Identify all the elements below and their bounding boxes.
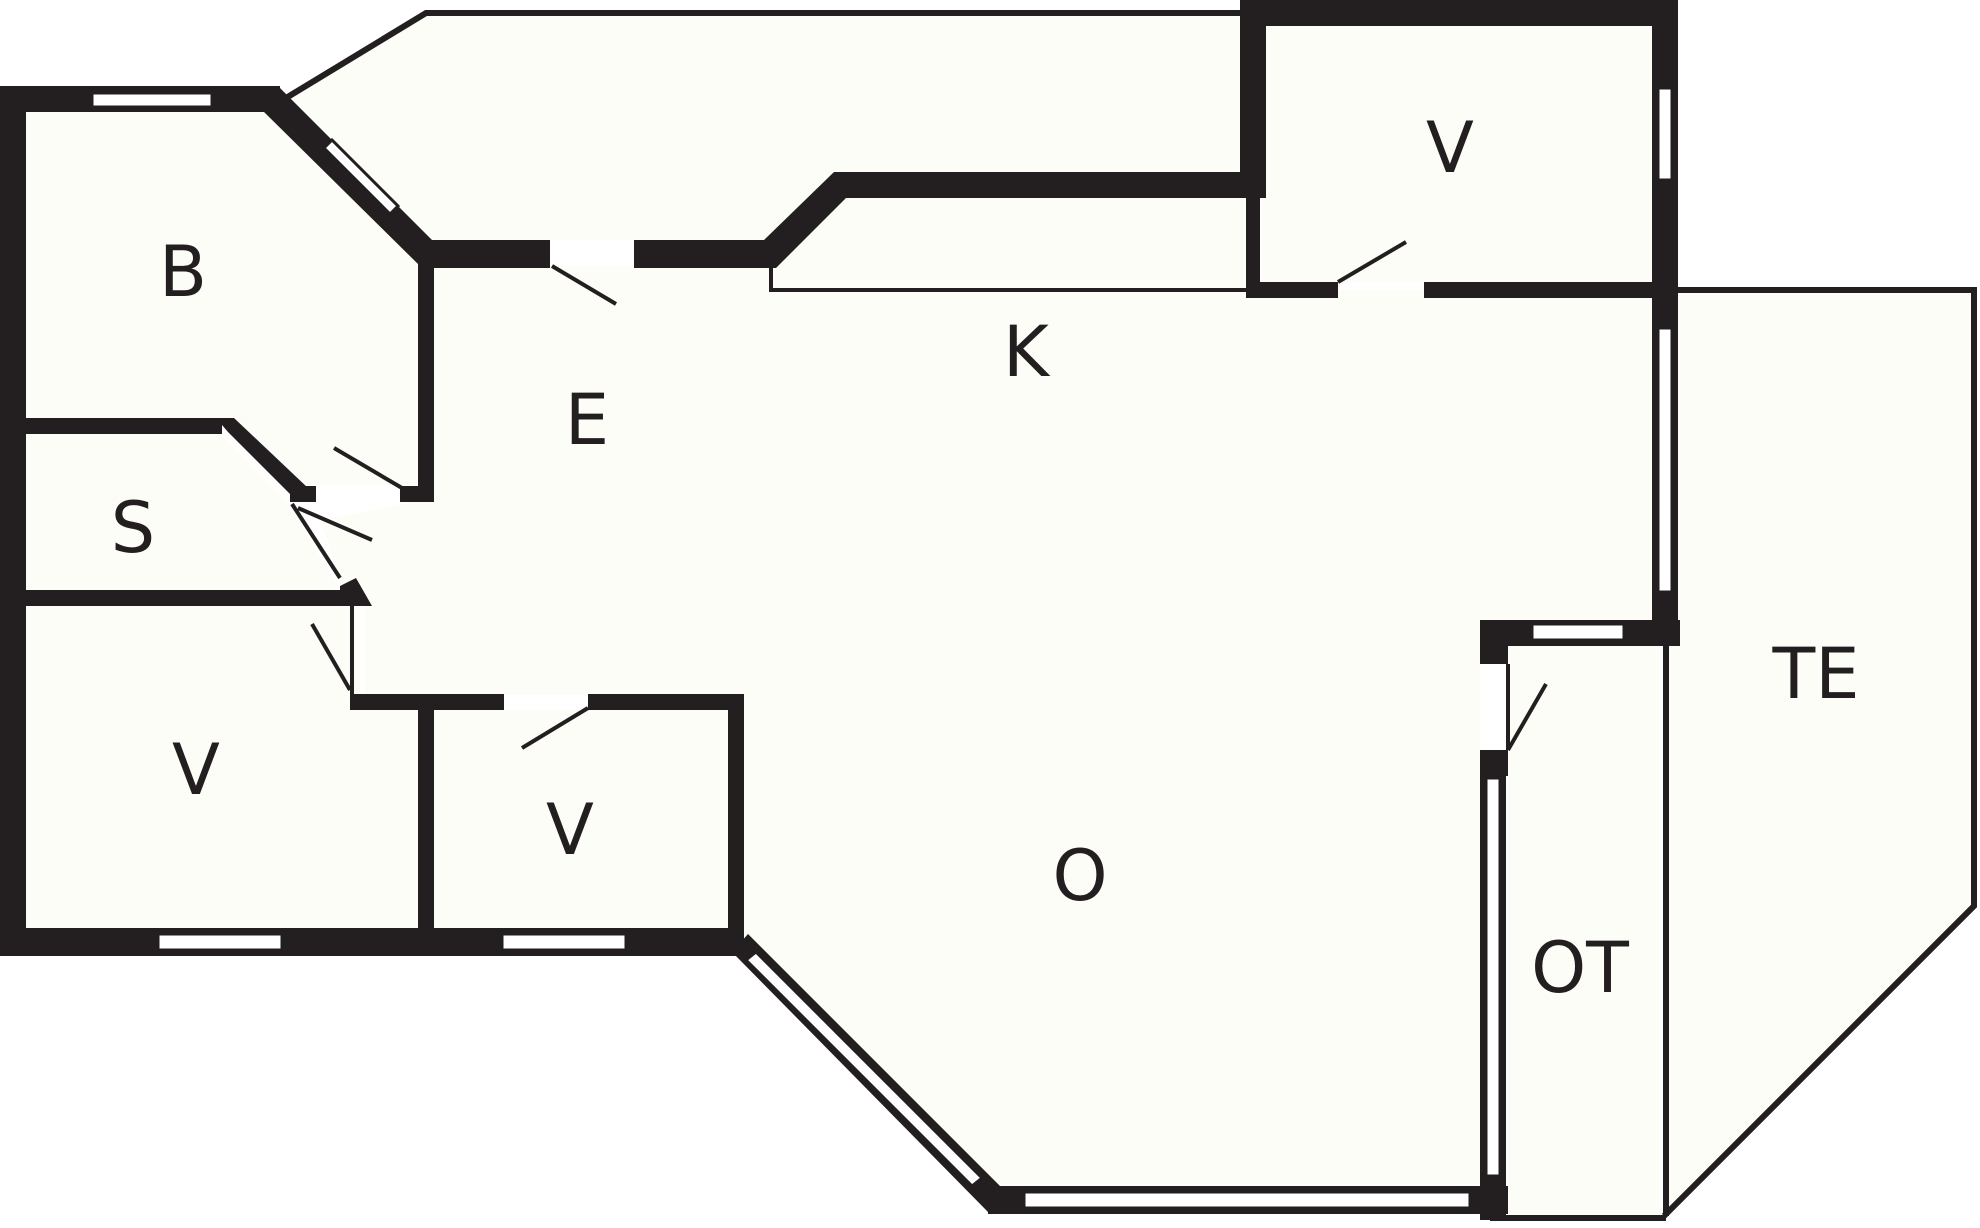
door-b-swing <box>332 446 404 490</box>
window-v-right-top <box>1656 86 1674 182</box>
wall-s-bottom-corner <box>340 578 372 606</box>
terrace-outline <box>1661 287 1977 1219</box>
door-v-left-swing <box>310 623 352 691</box>
window-v-left-bottom <box>156 932 284 952</box>
door-s-frame <box>290 502 342 580</box>
terrace-floor <box>1668 290 1974 1212</box>
room-v-top-right-floor <box>1262 26 1652 282</box>
window-b-diagonal <box>321 137 401 217</box>
wall-v-middle-top-2 <box>588 694 744 710</box>
wall-ot-left-upper <box>1480 620 1508 664</box>
room-label-v-bottom-middle: V <box>546 789 594 871</box>
corridor-outline-top <box>284 10 1242 101</box>
windows <box>90 86 1674 1210</box>
wall-v-top-left-inner <box>1246 196 1260 296</box>
kitchen-ceiling-line <box>769 266 1248 292</box>
wall-s-stub <box>290 486 316 502</box>
door-e-top-swing <box>550 264 618 306</box>
room-labels: B S V V E K V O OT TE <box>111 107 1860 1009</box>
wall-v-top-bottom-2 <box>1424 282 1664 298</box>
wall-diagonal-top-left <box>262 88 436 266</box>
wall-s-bottom <box>0 590 356 606</box>
thin-outlines <box>284 10 1977 1221</box>
wall-e-top-1 <box>418 240 550 268</box>
window-ot-left <box>1484 776 1502 1178</box>
door-v-top-swing <box>1336 240 1408 284</box>
window-ot-top <box>1530 622 1626 642</box>
doors <box>290 240 1548 751</box>
wall-e-top-2 <box>634 240 774 268</box>
wall-v-divider <box>418 694 434 934</box>
room-label-o: O <box>1052 835 1107 917</box>
wall-bottom-left <box>0 928 744 956</box>
room-v-bottom-left-floor <box>22 605 420 930</box>
window-b-top <box>90 91 214 109</box>
room-label-b: B <box>159 231 207 313</box>
room-label-s: S <box>111 487 155 569</box>
wall-v-top <box>1240 0 1678 26</box>
room-label-v-top-right: V <box>1426 107 1474 189</box>
room-label-te: TE <box>1772 633 1860 715</box>
wall-v-top-bottom-1 <box>1246 282 1338 298</box>
corridor-top-floor <box>288 14 1240 240</box>
room-e-k-o-floor <box>320 196 1652 1185</box>
room-label-ot: OT <box>1531 927 1629 1009</box>
room-label-k: K <box>1003 311 1051 393</box>
door-ot-swing <box>1506 683 1548 751</box>
wall-b-right <box>418 244 434 502</box>
wall-left <box>0 86 26 956</box>
room-label-v-bottom-left: V <box>172 729 220 811</box>
room-ot-floor <box>1507 646 1660 1218</box>
room-s-floor <box>22 432 340 590</box>
window-o-diagonal <box>743 949 985 1189</box>
wall-diagonal-top-center <box>764 172 1262 268</box>
wall-v-middle-right <box>728 694 744 934</box>
window-o-bottom <box>1022 1190 1472 1210</box>
window-v-middle-bottom <box>500 932 628 952</box>
door-v-middle-swing <box>520 706 590 750</box>
room-label-e: E <box>565 379 609 461</box>
door-s-swing <box>297 506 373 542</box>
wall-v-top-left <box>1240 0 1266 198</box>
window-k-right <box>1656 326 1674 594</box>
room-b-floor <box>22 110 420 485</box>
wall-e-stub <box>400 486 434 502</box>
wall-s-top <box>0 418 222 434</box>
room-v-bottom-middle-floor <box>434 710 730 930</box>
wall-s-diagonal <box>216 418 308 500</box>
